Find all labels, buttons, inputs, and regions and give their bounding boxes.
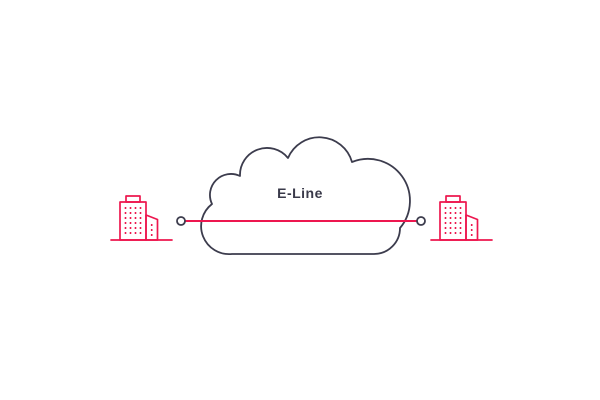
e-line-label: E-Line [277,185,323,201]
connection-endpoint-left [176,216,186,226]
connection-endpoint-right [416,216,426,226]
building-icon-right [430,195,493,241]
building-icon-left [110,195,173,241]
cloud-icon [200,136,411,256]
